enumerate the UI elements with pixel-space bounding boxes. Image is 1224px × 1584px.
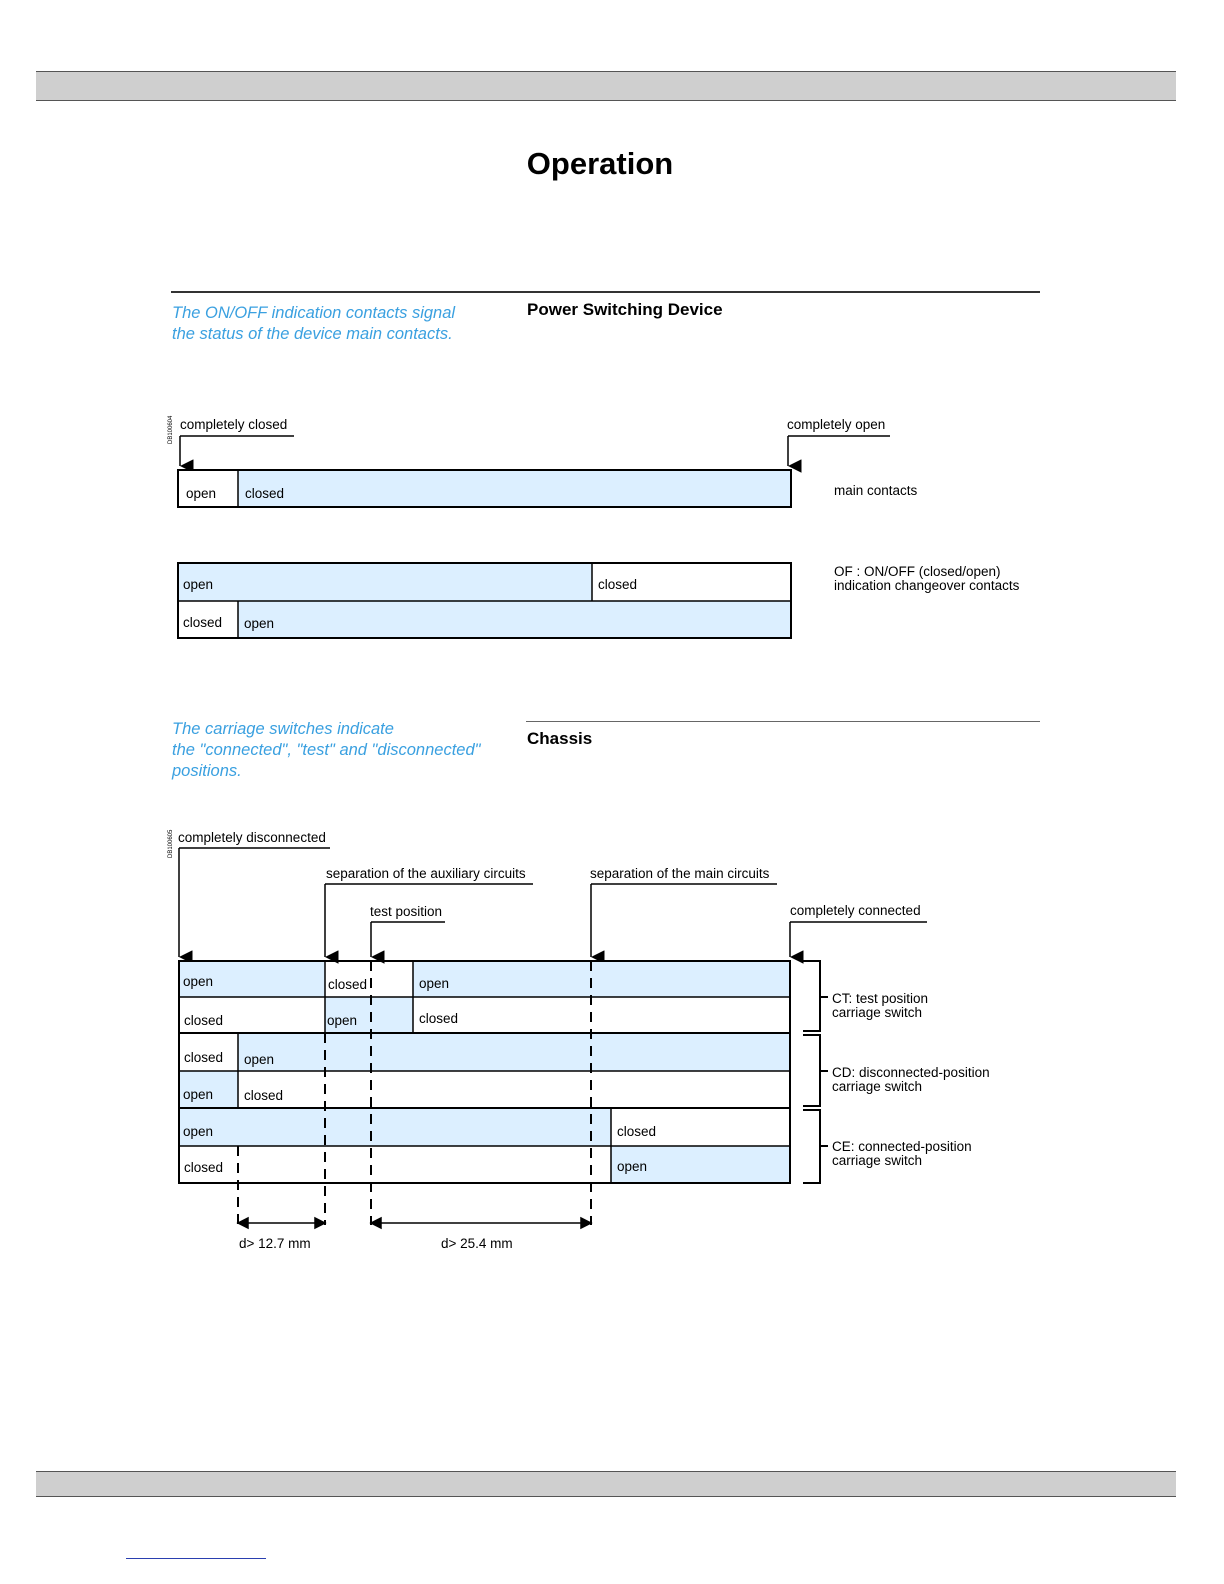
main-contacts-label: main contacts (834, 483, 918, 498)
label-separation-auxiliary: separation of the auxiliary circuits (326, 866, 526, 881)
arrow-completely-connected: completely connected (789, 903, 927, 964)
of-row1-cell-b: closed (598, 577, 637, 592)
of-label-line1: OF : ON/OFF (closed/open) (834, 564, 1001, 579)
label-test-position: test position (370, 904, 442, 919)
chassis-note-line2: the "connected", "test" and "disconnecte… (172, 741, 481, 759)
chassis-note-line3: positions. (172, 762, 242, 780)
arrow-completely-closed: completely closed (179, 417, 294, 473)
row4-cell-b: closed (244, 1088, 283, 1103)
label-separation-main: separation of the main circuits (590, 866, 770, 881)
power-section-title: Power Switching Device (527, 300, 723, 319)
row6-cell-b: open (617, 1159, 647, 1174)
ce-label-line2: carriage switch (832, 1153, 922, 1168)
of-row1-cell-a: open (183, 577, 213, 592)
footer-bar (36, 1471, 1176, 1497)
header-bar (36, 71, 1176, 101)
chassis-row-labels: open closed open closed open closed clos… (183, 974, 656, 1175)
row3-cell-a: closed (184, 1050, 223, 1065)
arrow-test-position: test position (370, 904, 445, 964)
chassis-dashed-lines (237, 961, 592, 1225)
power-note: The ON/OFF indication contacts signal th… (172, 303, 455, 345)
section-rule-power (171, 291, 1040, 293)
label-completely-connected: completely connected (790, 903, 921, 918)
chassis-note-line1: The carriage switches indicate (172, 720, 394, 738)
power-note-line1: The ON/OFF indication contacts signal (172, 304, 456, 322)
chassis-brackets (803, 960, 828, 1184)
dimension-aux-label: d> 12.7 mm (239, 1236, 311, 1251)
main-contacts-cell-b: closed (245, 486, 284, 501)
chassis-note: The carriage switches indicate the "conn… (172, 719, 481, 782)
power-note-line2: the status of the device main contacts. (172, 325, 453, 343)
of-contacts-bar: open closed closed open (177, 562, 792, 639)
arrow-completely-open: completely open (787, 417, 890, 473)
row5-cell-a: open (183, 1124, 213, 1139)
dimension-main-label: d> 25.4 mm (441, 1236, 513, 1251)
arrow-separation-main: separation of the main circuits (590, 866, 777, 964)
row3-cell-b: open (244, 1052, 274, 1067)
page-title: Operation (526, 146, 674, 181)
row2-cell-b: open (327, 1013, 357, 1028)
ce-label-line1: CE: connected-position (832, 1139, 972, 1154)
label-completely-disconnected: completely disconnected (178, 830, 326, 845)
arrow-separation-auxiliary: separation of the auxiliary circuits (324, 866, 533, 964)
chassis-fills (179, 961, 790, 1183)
ct-label-line1: CT: test position (832, 991, 928, 1006)
row2-cell-c: closed (419, 1011, 458, 1026)
label-completely-closed: completely closed (180, 417, 287, 432)
row1-cell-c: open (419, 976, 449, 991)
chassis-figure-code: DB100605 (168, 829, 174, 858)
chassis-grid (178, 960, 791, 1184)
row5-cell-b: closed (617, 1124, 656, 1139)
row1-cell-a: open (183, 974, 213, 989)
main-contacts-cell-a: open (186, 486, 216, 501)
section-rule-chassis (526, 721, 1040, 722)
dimension-main (369, 1216, 593, 1230)
chassis-section-title: Chassis (527, 729, 593, 748)
row2-cell-a: closed (184, 1013, 223, 1028)
footer-link-underline[interactable] (126, 1558, 266, 1559)
of-row2-cell-b: open (244, 616, 274, 631)
power-figure-code: DB100604 (168, 415, 174, 444)
main-contacts-bar: open closed (177, 469, 792, 508)
row4-cell-a: open (183, 1087, 213, 1102)
cd-label-line1: CD: disconnected-position (832, 1065, 990, 1080)
ct-label-line2: carriage switch (832, 1005, 922, 1020)
cd-label-line2: carriage switch (832, 1079, 922, 1094)
dimension-aux (236, 1216, 327, 1230)
of-row2-cell-a: closed (183, 615, 222, 630)
row6-cell-a: closed (184, 1160, 223, 1175)
label-completely-open: completely open (787, 417, 885, 432)
arrow-completely-disconnected: completely disconnected (178, 830, 330, 964)
of-label-line2: indication changeover contacts (834, 578, 1020, 593)
row1-cell-b: closed (328, 977, 367, 992)
